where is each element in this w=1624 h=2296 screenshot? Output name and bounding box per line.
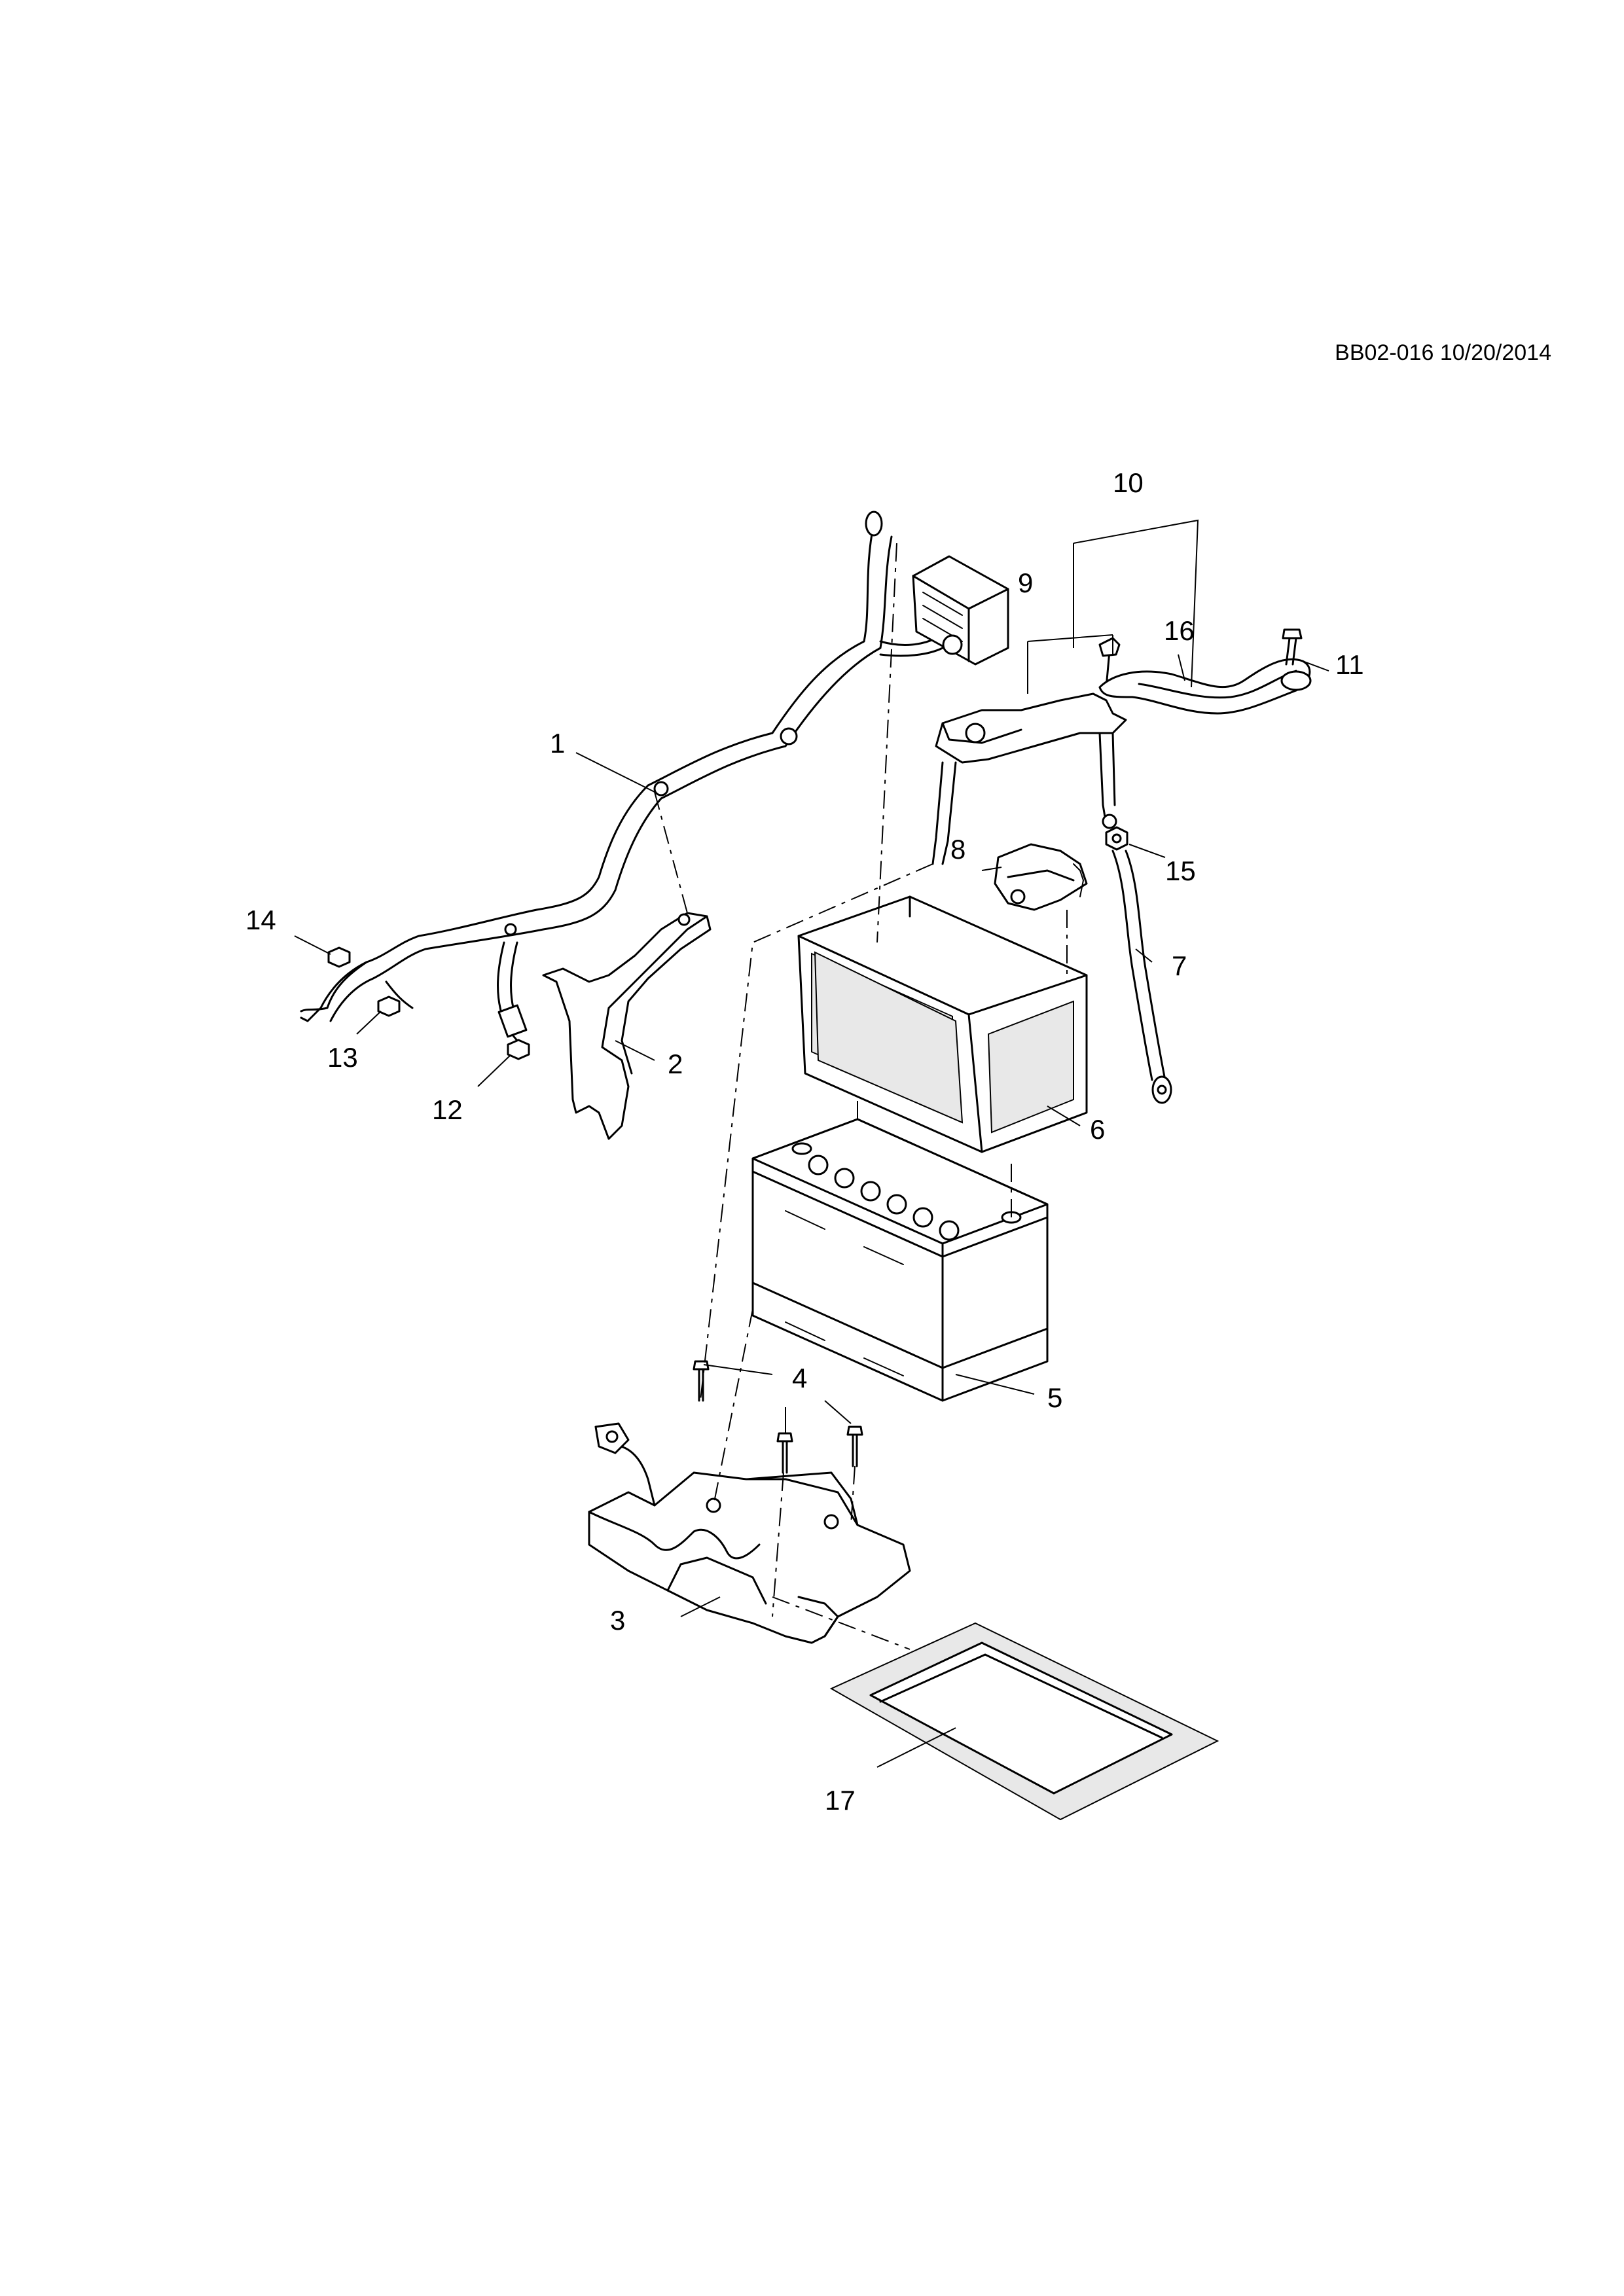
callout-6: 6: [1090, 1114, 1105, 1145]
callout-3: 3: [610, 1605, 625, 1636]
leader-lines: [294, 519, 1329, 1768]
callout-17: 17: [825, 1785, 856, 1816]
callout-2: 2: [668, 1049, 683, 1079]
part-9-terminal-bracket: [931, 637, 1127, 865]
callout-7: 7: [1172, 950, 1187, 981]
diagram-reference-code: BB02-016 10/20/2014: [1335, 340, 1551, 365]
callout-1: 1: [550, 728, 565, 759]
part-15-nut: [1105, 826, 1128, 851]
callout-12: 12: [432, 1094, 463, 1125]
battery-cell-caps: [808, 1155, 960, 1241]
bolt-c: [846, 1426, 863, 1467]
part-14-nut: [327, 946, 351, 968]
bolt-a: [693, 1360, 710, 1402]
callout-11: 11: [1335, 649, 1364, 680]
part-7-ground-cable: [1111, 850, 1172, 1104]
callout-8: 8: [950, 834, 965, 865]
part-5-battery: [751, 1118, 1049, 1402]
part-16-cable-strap: [1098, 658, 1312, 715]
part-11-bolt: [1282, 628, 1303, 666]
callout-13: 13: [327, 1042, 358, 1073]
callout-numbers: 1 2 3 4 5 6 7 8 9 10 11 12 13 14 15 16 1…: [245, 467, 1364, 1816]
callout-15: 15: [1165, 855, 1196, 886]
bolt-b: [776, 1432, 793, 1474]
callout-10: 10: [1113, 467, 1144, 498]
part-12-nut: [507, 1039, 530, 1060]
part-1-cable-harness: [300, 511, 944, 1049]
part-6-battery-insulator: [797, 895, 1088, 1153]
callout-4: 4: [792, 1363, 807, 1393]
callout-16: 16: [1164, 615, 1195, 646]
part-2-harness-bracket: [542, 791, 712, 1140]
harness-terminal-block: [912, 555, 1009, 666]
part-4-bolts: [693, 1360, 863, 1474]
callout-14: 14: [245, 905, 276, 935]
callout-9: 9: [1018, 567, 1033, 598]
assembly-dashed-lines: [700, 543, 1068, 1650]
part-17-tray-mat: [829, 1622, 1219, 1821]
part-8-negative-clamp: [994, 843, 1088, 911]
callout-5: 5: [1047, 1382, 1062, 1413]
part-3-battery-tray: [588, 1422, 911, 1644]
part-13-nut: [377, 996, 401, 1017]
